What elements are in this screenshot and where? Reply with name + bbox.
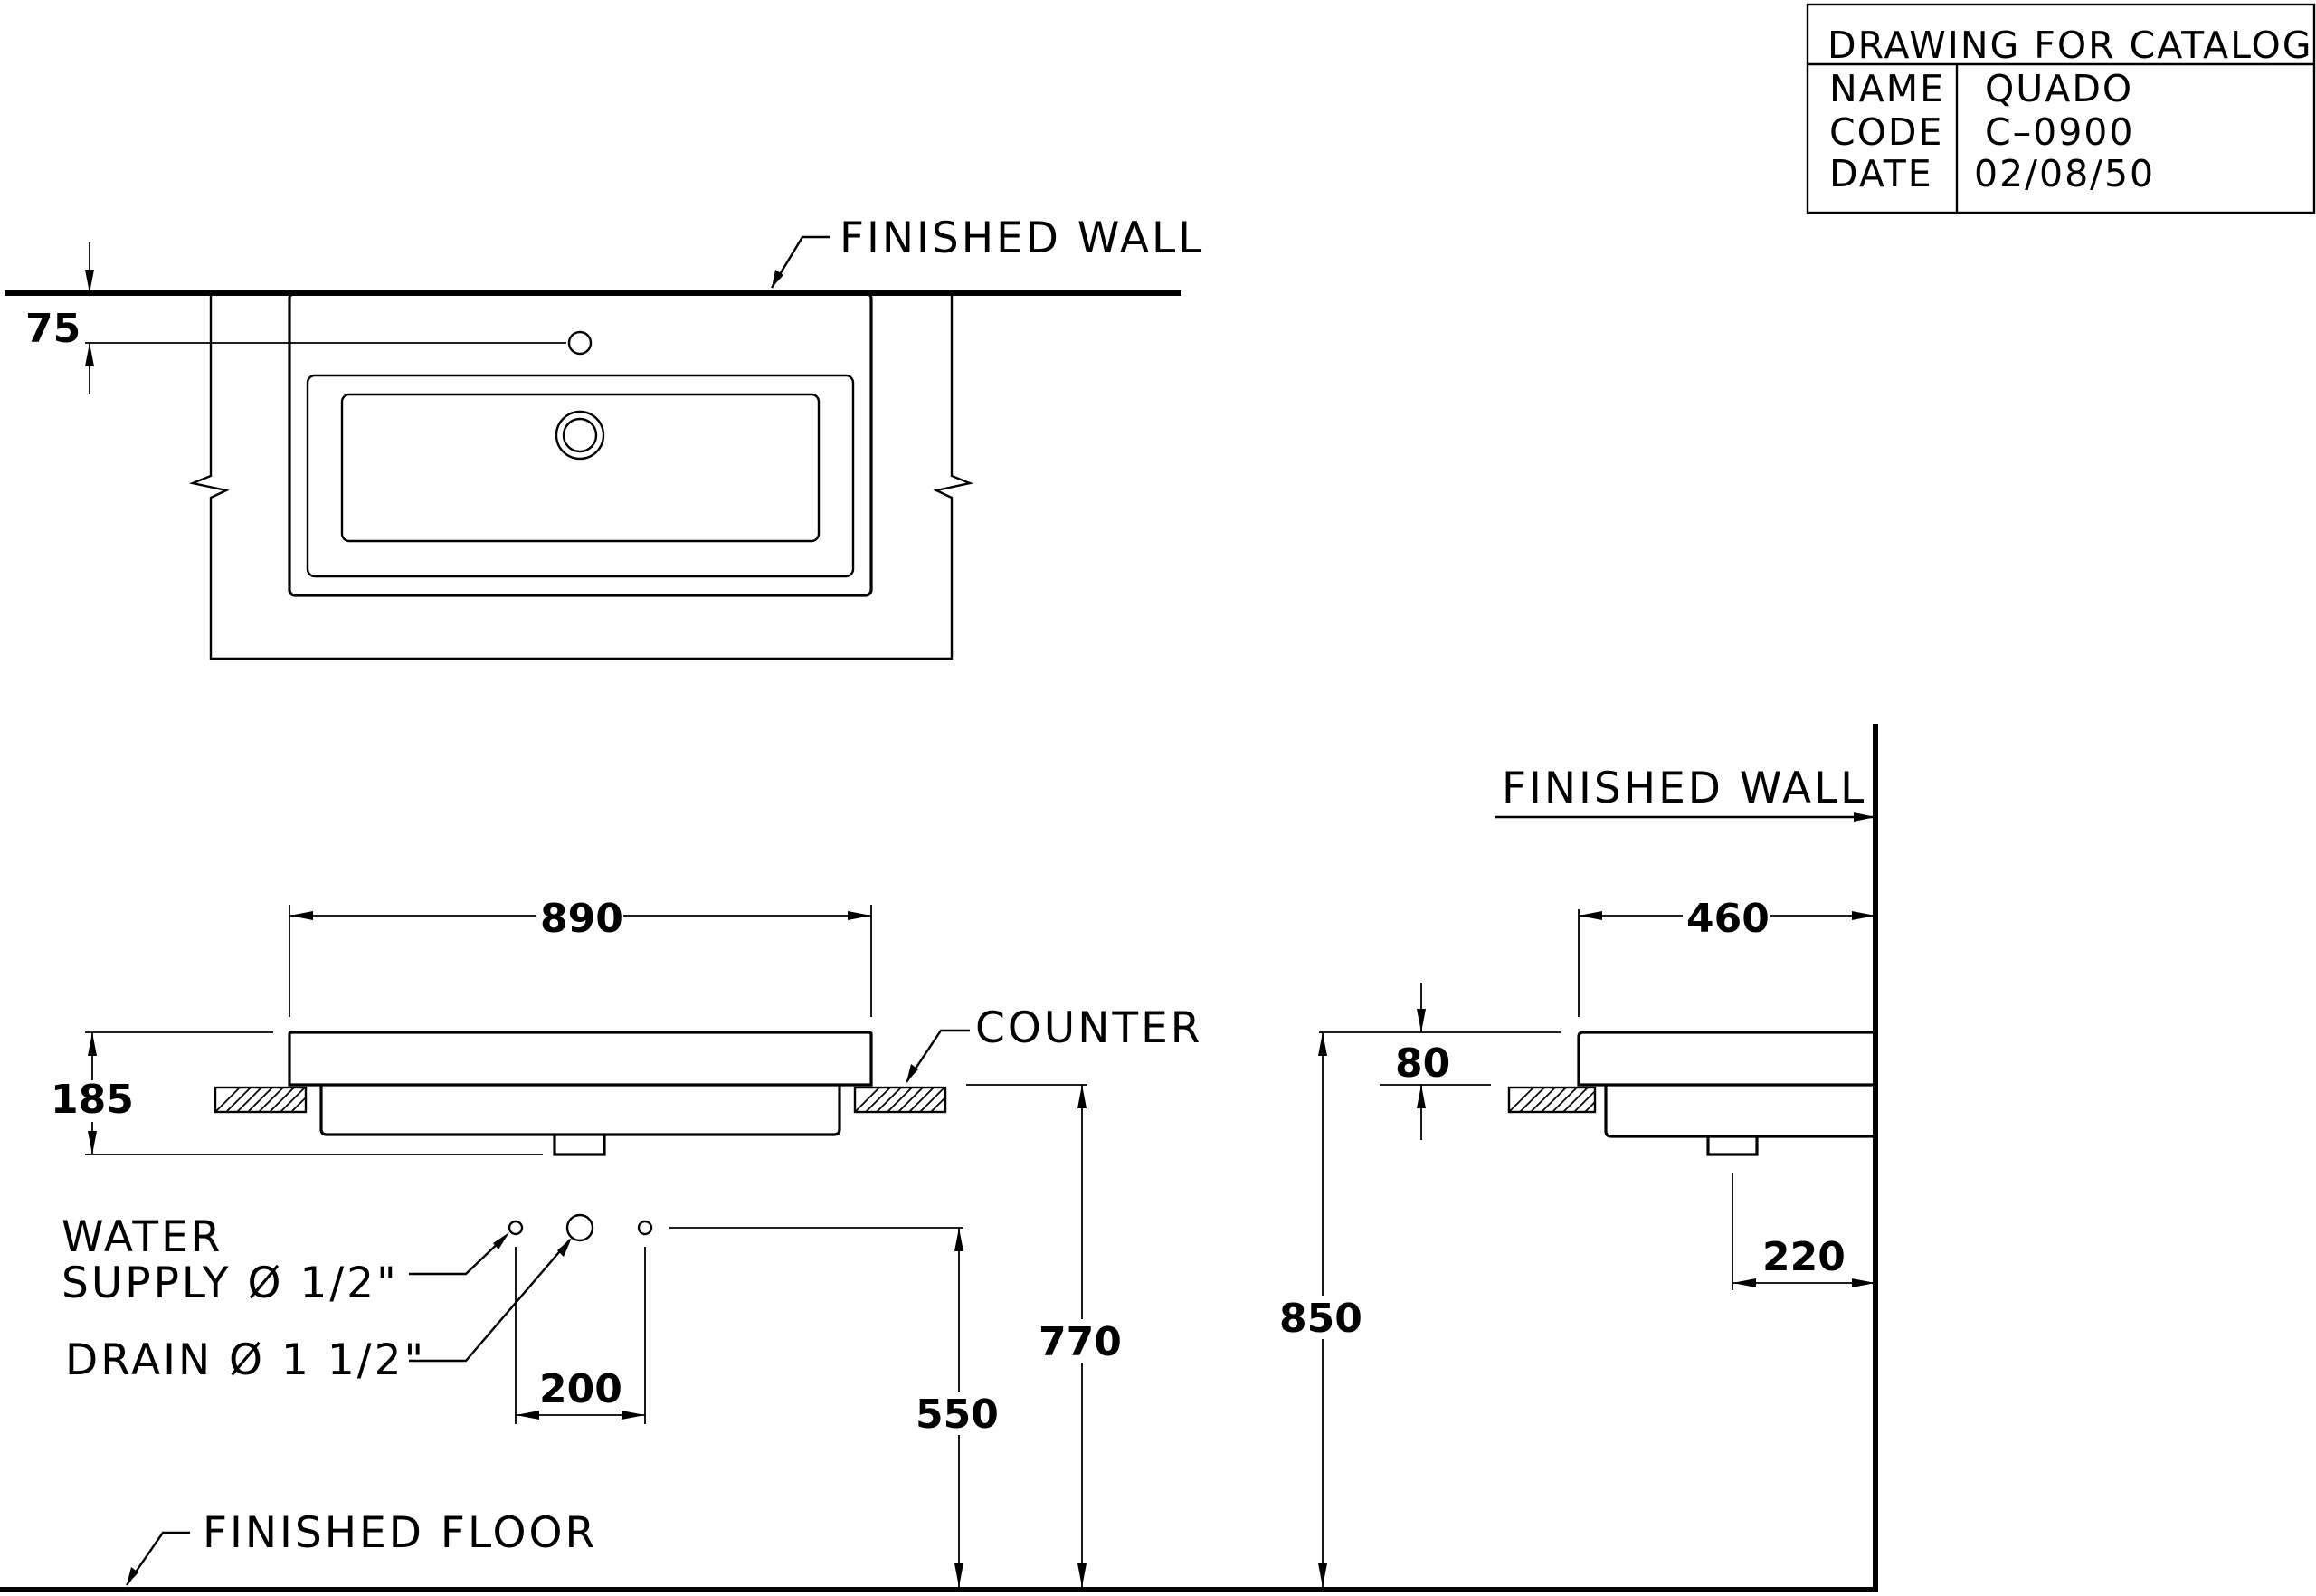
counter-hatch-left — [214, 1086, 308, 1114]
dim-80: 80 — [1395, 1040, 1450, 1087]
basin-bowl-front — [319, 1085, 841, 1136]
water-supply-left-icon — [508, 1220, 524, 1236]
title-block-name-label: NAME — [1829, 67, 1945, 110]
title-block-date-value: 02/08/50 — [1974, 152, 2155, 195]
drain-stub-side — [1706, 1136, 1759, 1156]
finished-floor-label: FINISHED FLOOR — [203, 1508, 597, 1558]
counter-label: COUNTER — [975, 1003, 1202, 1053]
finished-wall-top-label: FINISHED WALL — [840, 214, 1204, 263]
title-block-name-value: QUADO — [1985, 67, 2133, 110]
basin-rim-plan — [306, 374, 855, 578]
dim-200: 200 — [539, 1366, 622, 1412]
title-block-code-value: C–0900 — [1985, 110, 2134, 154]
basin-outer-plan — [288, 291, 873, 597]
drain-inner — [562, 417, 598, 453]
title-block-date-label: DATE — [1829, 152, 1933, 195]
basin-body-front — [288, 1031, 873, 1087]
front-elevation: 890 — [47, 896, 1202, 1587]
finished-wall-top-leader — [770, 235, 830, 289]
water-supply-right-icon — [637, 1220, 653, 1236]
counter-outline-plan — [188, 293, 974, 660]
drain-outlet-icon — [565, 1213, 594, 1242]
basin-bowl-side — [1604, 1085, 1875, 1138]
side-elevation: FINISHED WALL 460 80 — [1277, 724, 1878, 1592]
water-supply-label-line2: SUPPLY Ø 1/2" — [62, 1259, 399, 1308]
title-block-heading: DRAWING FOR CATALOG — [1827, 24, 2313, 67]
dim-890: 890 — [540, 896, 623, 942]
counter-hatch-side — [1507, 1086, 1597, 1114]
finished-wall-side-label: FINISHED WALL — [1502, 764, 1866, 813]
drain-stub-front — [553, 1135, 606, 1156]
tap-hole — [567, 330, 593, 356]
dim-550: 550 — [916, 1392, 999, 1438]
plan-view: FINISHED WALL 75 — [5, 214, 1204, 660]
dim-185: 185 — [51, 1077, 134, 1123]
drain-label: DRAIN Ø 1 1/2" — [65, 1335, 426, 1385]
drain-outer — [555, 410, 605, 461]
water-supply-leader — [409, 1235, 507, 1276]
basin-bowl-plan — [340, 393, 821, 543]
drain-leader — [409, 1239, 571, 1363]
dim-460: 460 — [1686, 896, 1770, 942]
basin-body-side — [1577, 1031, 1875, 1087]
counter-hatch-right — [853, 1086, 947, 1114]
counter-leader — [906, 1029, 970, 1083]
finished-floor-leader — [126, 1531, 190, 1586]
title-block-code-label: CODE — [1829, 110, 1943, 154]
dim-75: 75 — [25, 306, 81, 352]
dim-770: 770 — [1039, 1319, 1122, 1365]
dim-220: 220 — [1762, 1234, 1846, 1280]
dim-850: 850 — [1279, 1296, 1362, 1342]
water-supply-label-line1: WATER — [62, 1212, 223, 1262]
title-block: DRAWING FOR CATALOG NAME QUADO CODE C–09… — [1806, 3, 2316, 214]
